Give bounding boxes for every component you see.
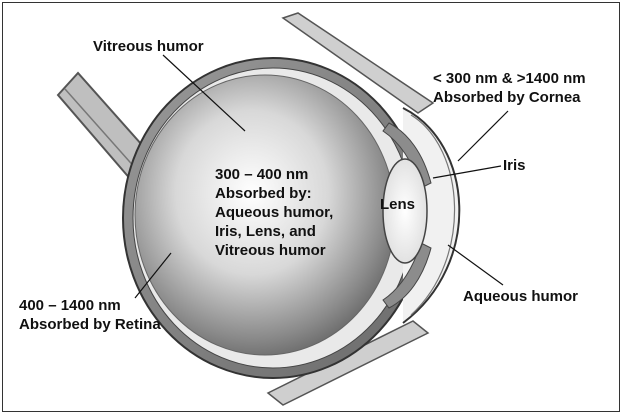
label-retina-absorbed: Absorbed by Retina (19, 315, 161, 334)
label-aqueous-humor: Aqueous humor (463, 287, 578, 306)
center-line-1: 300 – 400 nm (215, 165, 405, 184)
label-cornea: < 300 nm & >1400 nm Absorbed by Cornea (433, 69, 586, 107)
diagram-frame: Vitreous humor < 300 nm & >1400 nm Absor… (2, 2, 620, 412)
center-line-4: Iris, Lens, and (215, 222, 405, 241)
center-line-3: Aqueous humor, (215, 203, 405, 222)
label-vitreous-humor: Vitreous humor (93, 37, 204, 56)
center-absorption-text: 300 – 400 nm Absorbed by: Aqueous humor,… (215, 165, 405, 260)
center-line-2: Absorbed by: (215, 184, 405, 203)
label-retina: 400 – 1400 nm Absorbed by Retina (19, 296, 161, 334)
label-cornea-absorbed: Absorbed by Cornea (433, 88, 586, 107)
label-retina-range: 400 – 1400 nm (19, 296, 161, 315)
label-cornea-range: < 300 nm & >1400 nm (433, 69, 586, 88)
label-iris: Iris (503, 156, 526, 175)
center-line-5: Vitreous humor (215, 241, 405, 260)
